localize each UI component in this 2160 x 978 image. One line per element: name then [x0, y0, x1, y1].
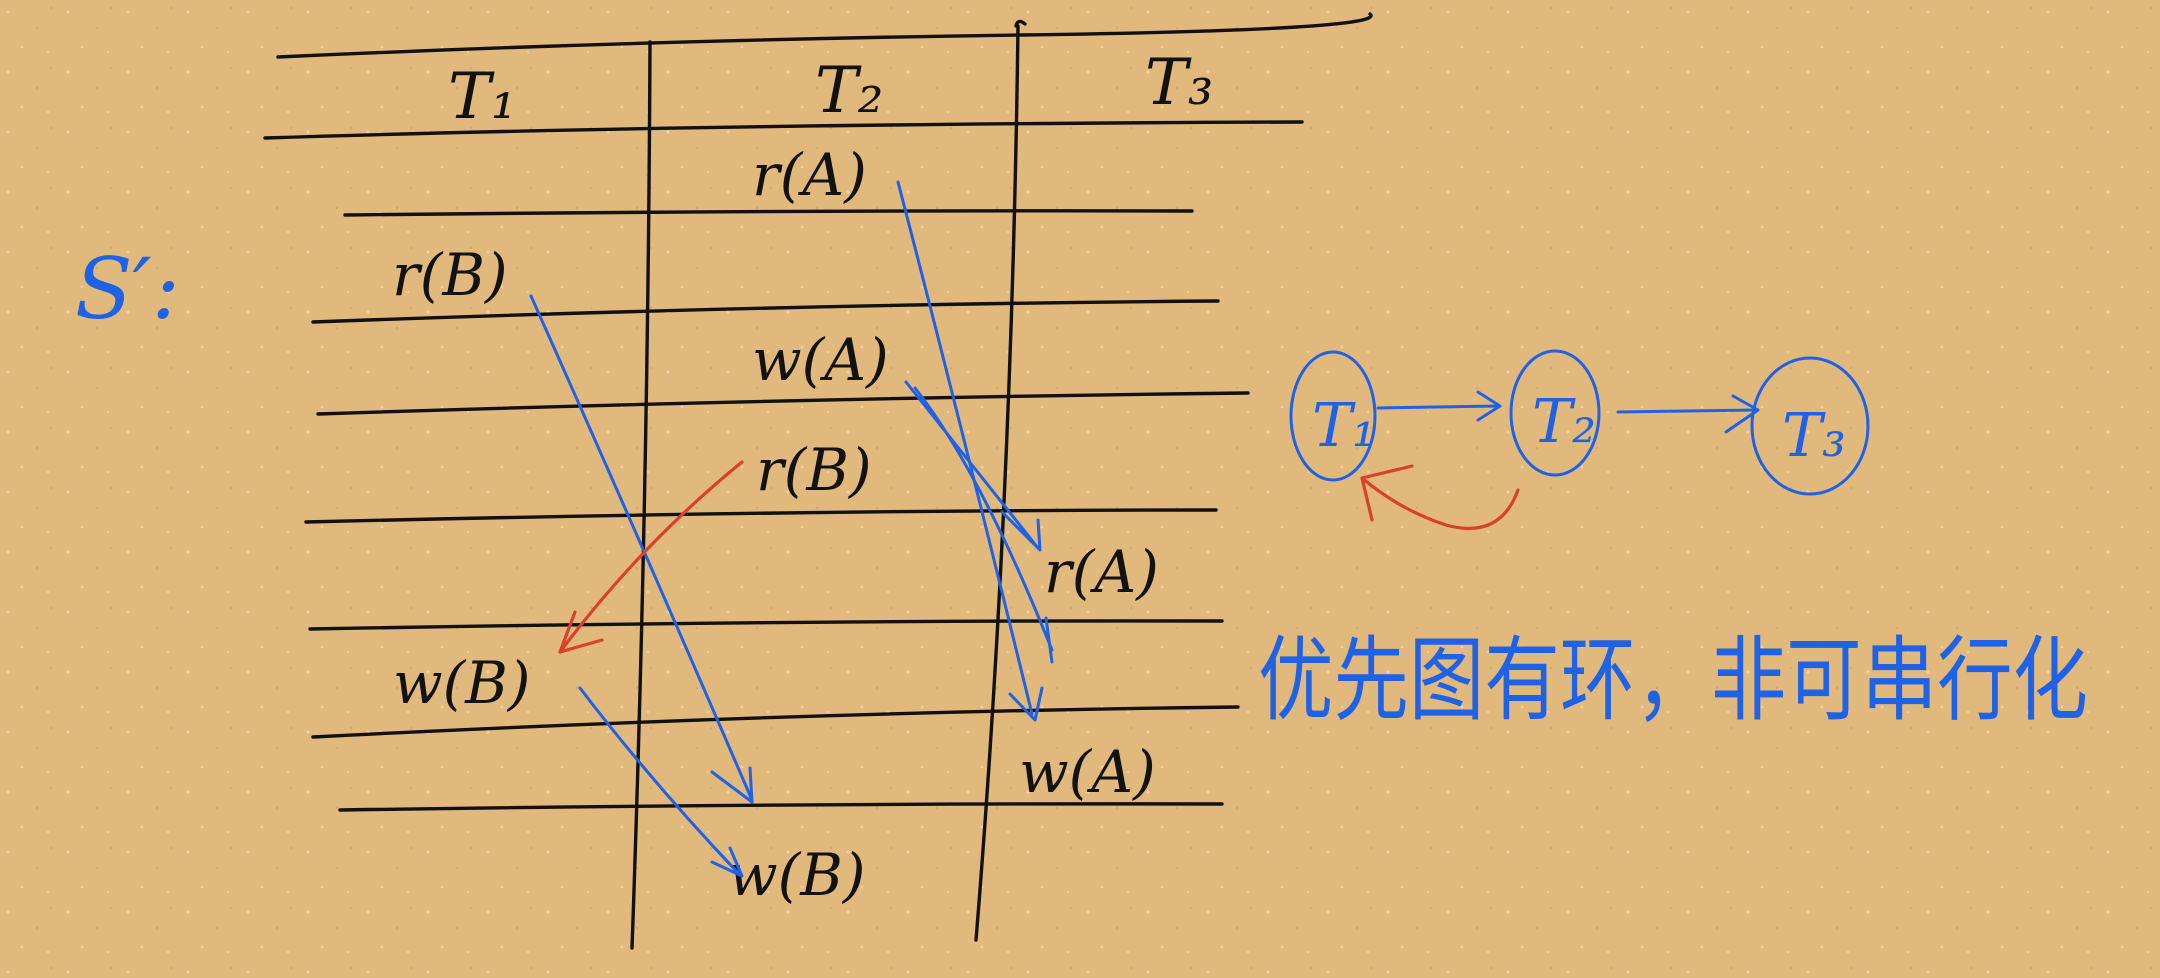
edge-t2-t3-head	[1724, 394, 1760, 434]
table-row-line-5	[308, 619, 1224, 631]
schedule-table-grid	[263, 12, 1373, 950]
red-conflict-arrow	[558, 460, 744, 654]
arrow-head-second	[1044, 616, 1054, 664]
schedule-operations: r(A) r(B) w(A) r(B) r(A) w(B) w(A) w(B)	[392, 141, 1159, 909]
table-column-divider-2	[974, 24, 1020, 942]
table-row-line-6	[311, 705, 1240, 739]
conclusion-text: 优先图有环，非可串行化	[1258, 627, 2088, 734]
header-t3: T₃	[1145, 46, 1213, 120]
op-t1-read-b: r(B)	[392, 241, 508, 309]
node-t2-label: T₂	[1532, 387, 1596, 457]
node-t2	[1509, 349, 1601, 477]
node-t1-label: T₁	[1312, 391, 1376, 461]
op-t3-write-a: w(A)	[1019, 738, 1156, 806]
table-row-line-4	[304, 508, 1218, 524]
arrow-head-t2-write-b	[710, 766, 754, 804]
edge-t2-t1	[1360, 476, 1520, 530]
header-t1: T₁	[448, 60, 516, 134]
table-row-line-1	[343, 209, 1194, 217]
table-row-line-2	[311, 299, 1220, 324]
table-row-line-7	[338, 802, 1224, 812]
edge-t1-t2-head	[1476, 390, 1502, 422]
edge-t1-t2	[1376, 404, 1500, 410]
precedence-graph: T₁ T₂ T₃	[1289, 349, 1870, 530]
arrow-t1-write-b-to-t2-write-b	[578, 686, 742, 877]
arrow-t1-read-b-to-t2-write-b	[529, 294, 754, 802]
arrow-head-t1-write-b	[558, 610, 604, 654]
table-header-line	[263, 120, 1304, 140]
op-t3-read-a: r(A)	[1044, 538, 1159, 606]
node-t3-label: T₃	[1782, 401, 1846, 471]
arrow-head-t3-read-a	[1000, 510, 1042, 552]
arrow-t2-read-b-to-t1-write-b	[558, 460, 744, 654]
op-t2-write-b: w(B)	[728, 841, 866, 909]
schedule-label: S′:	[75, 240, 180, 338]
table-column-divider-1	[630, 40, 652, 950]
op-t2-read-b: r(B)	[756, 436, 872, 504]
op-t1-write-b: w(B)	[393, 649, 531, 717]
table-headers: T₁ T₂ T₃	[448, 46, 1213, 134]
table-row-line-3	[316, 391, 1250, 416]
table-column-divider-2-tick	[1014, 19, 1027, 28]
header-t2: T₂	[815, 54, 883, 128]
edge-t2-t1-head	[1360, 464, 1414, 522]
edge-t2-t3	[1616, 408, 1758, 414]
node-t3	[1750, 356, 1870, 496]
arrow-t2-write-a-to-t3-read-a-second	[913, 386, 1054, 652]
table-top-line	[276, 12, 1373, 59]
arrow-t2-read-a-to-t3-write-a	[896, 180, 1034, 716]
op-t2-read-a: r(A)	[752, 141, 867, 209]
arrow-head-t2-write-b-second	[710, 846, 744, 878]
arrow-t2-write-a-to-t3-read-a	[904, 380, 1040, 550]
node-t1	[1289, 350, 1377, 482]
arrow-head-t3-write-a	[1008, 686, 1044, 722]
conflict-arrows	[529, 180, 1054, 878]
op-t2-write-a: w(A)	[752, 326, 889, 394]
